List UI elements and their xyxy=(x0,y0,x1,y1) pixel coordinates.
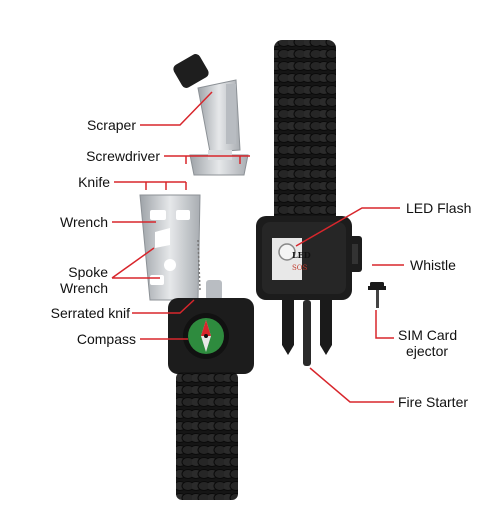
label-scraper: Scraper xyxy=(86,117,136,133)
multitool-card xyxy=(139,194,201,301)
label-led-flash: LED Flash xyxy=(406,200,472,216)
label-screwdriver: Screwdriver xyxy=(86,148,160,164)
label-knife: Knife xyxy=(78,174,110,190)
label-sim-card-line1: SIM Card xyxy=(398,327,458,343)
leader-lines xyxy=(111,91,404,403)
compass-module xyxy=(168,280,254,374)
sos-marking: SOS xyxy=(292,264,308,272)
leader-led-flash xyxy=(295,207,400,247)
label-serrated-knife: Serrated knif xyxy=(50,305,130,321)
label-spoke-wrench-line1: Spoke xyxy=(68,264,108,280)
sim-ejector xyxy=(368,282,386,308)
label-spoke-wrench-line2: Wrench xyxy=(60,280,108,296)
led-lens xyxy=(278,243,296,261)
label-whistle: Whistle xyxy=(410,257,456,273)
led-marking: LED xyxy=(292,250,311,260)
lower-paracord-strap xyxy=(176,372,238,500)
leader-sim-card xyxy=(375,310,394,339)
label-compass: Compass xyxy=(76,331,136,347)
label-fire-starter: Fire Starter xyxy=(398,394,469,410)
leader-serrated-knife xyxy=(132,299,195,314)
label-sim-card-line2: ejector xyxy=(406,343,449,359)
svg-text:LED: LED xyxy=(292,250,311,260)
fire-starter xyxy=(282,300,332,366)
upper-paracord-strap xyxy=(274,40,336,230)
leader-screwdriver xyxy=(164,155,250,164)
svg-text:SOS: SOS xyxy=(292,264,308,272)
leader-spoke-wrench xyxy=(111,247,160,279)
label-wrench: Wrench xyxy=(60,214,108,230)
scraper-screwdriver-tool xyxy=(173,54,249,176)
leader-scraper xyxy=(140,91,213,126)
leader-knife xyxy=(114,181,187,190)
leader-fire-starter xyxy=(309,367,394,403)
led-module: LED SOS xyxy=(256,216,362,300)
